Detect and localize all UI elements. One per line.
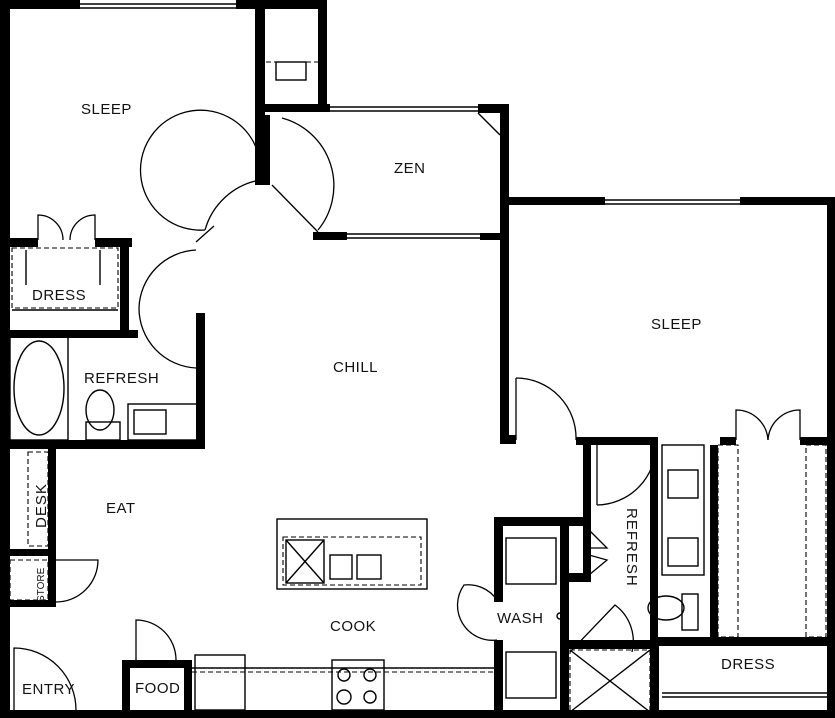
desk [27,451,49,547]
shower [569,649,651,713]
room-label-food: FOOD [135,680,180,697]
bathtub [9,336,69,441]
room-label-dress-2: DRESS [721,656,775,673]
fixtures [9,61,827,713]
room-label-sleep-1: SLEEP [81,101,132,118]
room-label-dress-1: DRESS [32,287,86,304]
kitchen-island [276,518,428,590]
room-label-chill: CHILL [333,359,378,376]
room-label-refresh-2: REFRESH [623,508,640,587]
room-label-cook: COOK [330,618,376,635]
windows [4,3,834,698]
range [331,659,385,711]
room-label-entry: ENTRY [22,681,75,698]
room-label-refresh-1: REFRESH [84,370,159,387]
doors [13,109,801,711]
room-labels: SLEEP ZEN DRESS REFRESH CHILL SLEEP EAT … [22,101,775,698]
dryer [505,651,557,699]
room-label-store: STORE [36,567,47,602]
room-label-eat: EAT [106,500,136,517]
room-label-desk: DESK [33,483,50,528]
washer [505,537,557,585]
room-label-wash: WASH [497,610,543,627]
room-label-zen: ZEN [394,160,426,177]
room-label-sleep-2: SLEEP [651,316,702,333]
